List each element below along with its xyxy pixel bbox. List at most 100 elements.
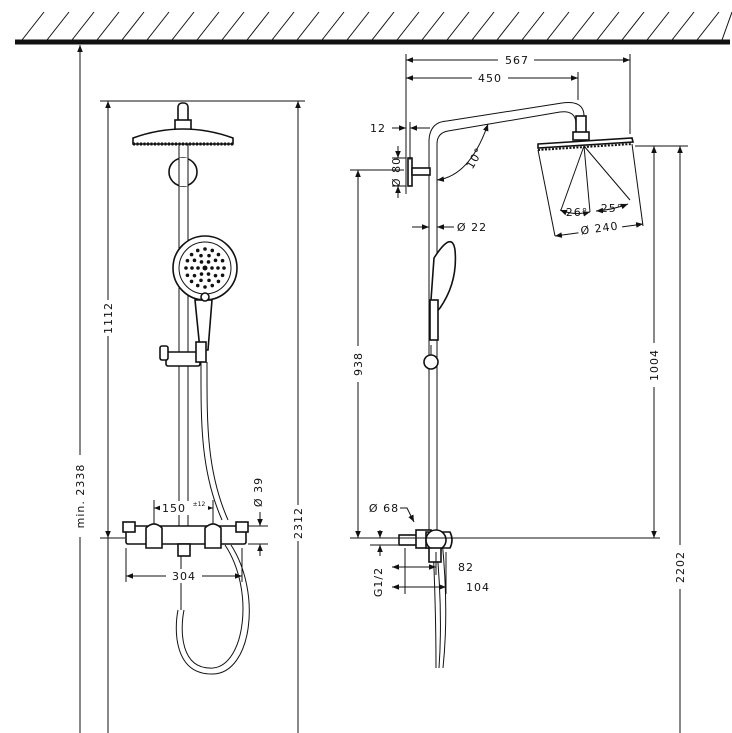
nozzle-dot [190, 266, 194, 270]
dim-150: 150 [162, 502, 186, 515]
dim-diameter-22: Ø 22 [457, 221, 487, 234]
nozzle-dot [203, 285, 207, 289]
dim-82: 82 [458, 561, 474, 574]
front-dimensions: min. 2338 1112 2312 150 ±12 Ø 39 [73, 45, 305, 733]
nozzle-dot [202, 265, 208, 271]
ceiling-hatch-line [21, 11, 45, 41]
front-riser-pipe [168, 144, 198, 530]
ceiling-hatch-line [396, 11, 420, 41]
dim-thread-g12: G1/2 [372, 567, 385, 597]
ceiling-hatch-line [121, 11, 145, 41]
nozzle-dot [206, 260, 211, 264]
front-thermostat [122, 521, 249, 557]
nozzle-dot [210, 248, 215, 253]
ceiling-hatch-line [696, 11, 720, 41]
side-thermostat [398, 529, 453, 563]
ceiling-hatch-line [496, 11, 520, 41]
nozzle-dot [216, 252, 221, 257]
dim-diameter-68: Ø 68 [369, 502, 399, 515]
ceiling-hatch-line [346, 11, 370, 41]
nozzle-dot [206, 272, 211, 276]
nozzle-dot [199, 253, 203, 258]
ceiling-hatch-line [671, 11, 695, 41]
dim-angle-10: 10° [464, 145, 487, 171]
nozzle-dot [216, 266, 220, 270]
nozzle-dot [199, 278, 203, 283]
nozzle-dot [195, 283, 200, 288]
ceiling-hatch-line [296, 11, 320, 41]
ceiling-hatch-line [321, 11, 345, 41]
dim-angle-26: 26° [566, 206, 589, 219]
nozzle-dot [192, 273, 197, 278]
nozzle-dot [220, 273, 225, 278]
ceiling-hatch-line [521, 11, 545, 41]
dim-1112: 1112 [102, 302, 115, 334]
nozzle-dot [213, 273, 218, 278]
dim-304: 304 [172, 570, 196, 583]
side-hand-shower [423, 240, 457, 669]
nozzle-dot [207, 253, 211, 258]
front-view: min. 2338 1112 2312 150 ±12 Ø 39 [73, 45, 305, 733]
ceiling-hatch-line [621, 11, 645, 41]
ceiling-hatch-line [96, 11, 120, 41]
dim-min-2338: min. 2338 [74, 464, 87, 529]
dim-150-tolerance: ±12 [193, 501, 206, 508]
ceiling-hatch-line [646, 11, 670, 41]
ceiling-hatch-line [171, 11, 195, 41]
ceiling-hatch-line [421, 11, 445, 41]
nozzle-dot [192, 258, 197, 263]
nozzle-dot [196, 266, 200, 270]
nozzle-dot [185, 258, 190, 263]
nozzle-dot [220, 258, 225, 263]
nozzle-dot [195, 248, 200, 253]
nozzle-dot [207, 278, 211, 283]
dim-2312: 2312 [292, 507, 305, 539]
ceiling-hatch-line [571, 11, 595, 41]
ceiling-hatch-line [196, 11, 220, 41]
side-shower-head: 26° 25° Ø 240 [537, 137, 644, 238]
side-wall-rose [407, 157, 431, 187]
side-dimensions: 567 450 12 Ø 80 10° Ø 22 938 [350, 53, 688, 733]
ceiling-hatch-line [221, 11, 245, 41]
side-view: 26° 25° Ø 240 [350, 53, 688, 733]
nozzle-dot [199, 260, 204, 264]
dim-diameter-80: Ø 80 [390, 157, 403, 187]
front-hand-shower [172, 235, 238, 351]
dim-104: 104 [466, 581, 490, 594]
dim-angle-25: 25° [601, 202, 624, 215]
ceiling-hatch-line [446, 11, 470, 41]
dim-12: 12 [370, 122, 386, 135]
nozzle-dot [210, 266, 214, 270]
ceiling-hatch-line [271, 11, 295, 41]
front-shower-head [132, 102, 234, 146]
nozzle-dot [189, 252, 194, 257]
nozzle-dot [210, 283, 215, 288]
ceiling-hatch-line [471, 11, 495, 41]
ceiling-hatch-line [596, 11, 620, 41]
ceiling [15, 11, 732, 45]
front-slider [159, 341, 207, 367]
nozzle-dot [184, 266, 188, 270]
side-shower-arm [428, 102, 590, 530]
nozzle-dot [203, 247, 207, 251]
ceiling-hatch-line [146, 11, 170, 41]
dim-diameter-39: Ø 39 [252, 477, 265, 507]
dim-567: 567 [505, 54, 529, 67]
nozzle-dot [216, 279, 221, 284]
nozzle-dot [222, 266, 226, 270]
dim-1004: 1004 [648, 349, 661, 381]
ceiling-hatch-line [371, 11, 395, 41]
nozzle-dot [213, 258, 218, 263]
dim-2202: 2202 [674, 551, 687, 583]
dim-450: 450 [478, 72, 502, 85]
ceiling-hatch-line [546, 11, 570, 41]
dim-938: 938 [352, 352, 365, 376]
ceiling-hatch-line [721, 11, 732, 41]
dim-diameter-240: Ø 240 [580, 219, 620, 237]
ceiling-hatch-line [246, 11, 270, 41]
nozzle-dot [199, 272, 204, 276]
ceiling-hatch-line [71, 11, 95, 41]
nozzle-dot [185, 273, 190, 278]
ceiling-hatch-line [46, 11, 70, 41]
